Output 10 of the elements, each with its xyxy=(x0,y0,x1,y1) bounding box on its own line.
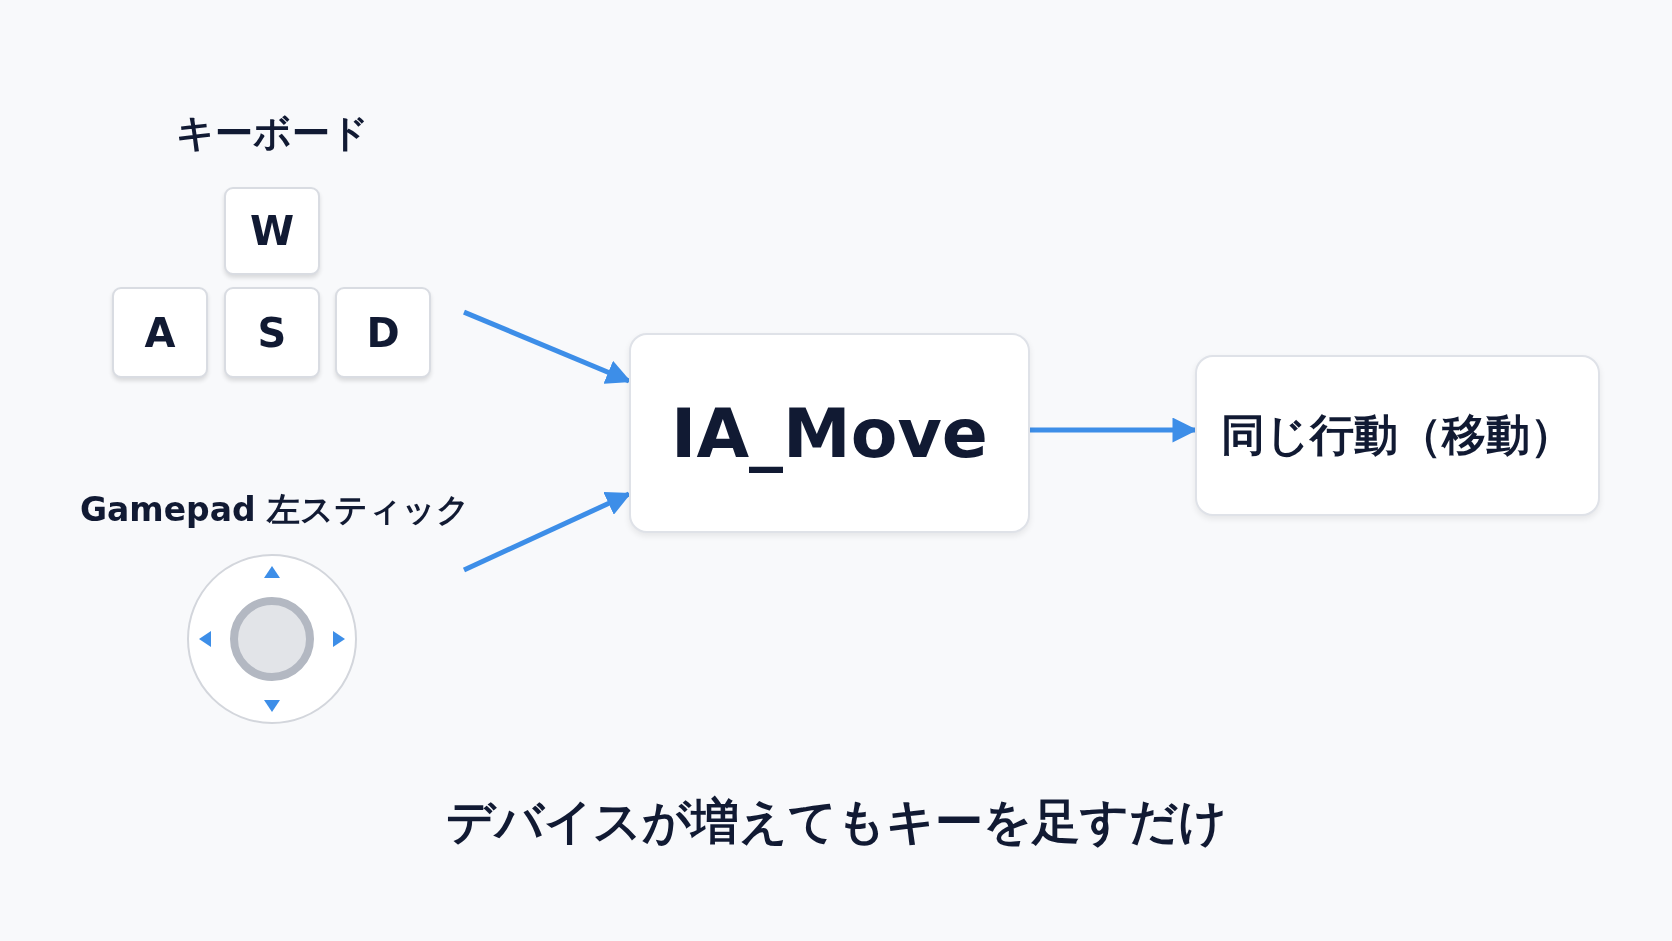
result-box: 同じ行動（移動） xyxy=(1195,355,1600,516)
key-cap: A xyxy=(112,287,208,378)
key-cap: W xyxy=(224,187,320,275)
group-heading: キーボード xyxy=(175,110,369,157)
group-heading: Gamepad 左スティック xyxy=(79,489,471,531)
key-cap: D xyxy=(335,287,431,378)
joystick-drawing xyxy=(186,553,358,725)
action-box: IA_Move xyxy=(629,333,1030,533)
caption: デバイスが増えてもキーを足すだけ xyxy=(445,793,1227,849)
key-cap: S xyxy=(224,287,320,378)
